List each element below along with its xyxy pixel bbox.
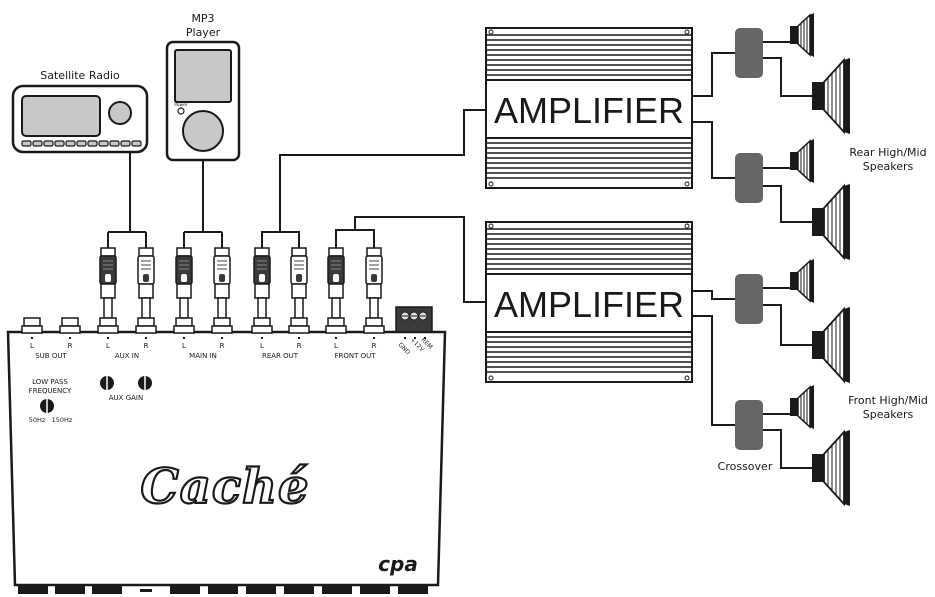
wire-satellite-to-aux [107,152,147,250]
wire-front-out-to-amp [335,216,486,303]
rear-speakers-label-2: Speakers [863,160,914,173]
satellite-radio-label: Satellite Radio [40,69,120,82]
front-speakers-label-2: Speakers [863,408,914,421]
front-out-r: R [372,342,377,350]
low-pass-label-1: LOW PASS [32,378,68,386]
mp3-player-icon [165,40,241,162]
speaker-icon [789,12,815,58]
knob-icon[interactable] [100,376,114,390]
speaker-icon [811,183,851,261]
power-label: Power [174,102,188,108]
aux-in-l: L [106,342,110,350]
mp3-label-line1: MP3 [191,12,214,25]
amplifier-rear-label: AMPLIFIER [494,90,684,131]
speaker-icon [789,258,815,304]
brand-name: Caché [141,459,310,515]
wire-front-xover1 [763,287,812,346]
front-out-l: L [334,342,338,350]
crossover-icon [735,274,763,324]
rca-plug-icon [213,247,231,319]
wires [107,41,812,469]
low-pass-label-2: FREQUENCY [29,387,72,395]
main-in-label: MAIN IN [189,352,217,360]
rca-plug-icon [99,247,117,319]
crossover-icon [735,28,763,78]
speakers [789,12,851,507]
sub-out-l: L [30,342,34,350]
rear-out-jack-r [288,317,310,334]
sub-out-r: R [68,342,73,350]
rear-speakers-label-1: Rear High/Mid [849,146,926,159]
rca-plug-icon [327,247,345,319]
rca-plug-icon [137,247,155,319]
aux-in-r: R [144,342,149,350]
amplifier-icon [485,27,693,189]
wire-rear-xover2 [763,167,812,223]
sub-out-jack-r [59,317,81,334]
wire-rear-out-to-amp [261,109,486,250]
freq-min-label: 50Hz [29,416,46,424]
crossover-label: Crossover [718,460,773,473]
wire-mp3-to-main [183,160,223,250]
front-out-jack-r [363,317,385,334]
speaker-icon [811,306,851,384]
speaker-icon [811,57,851,135]
rear-out-l: L [260,342,264,350]
aux-in-label: AUX IN [115,352,139,360]
model-name: cpa [378,552,418,576]
knob-icon[interactable] [138,376,152,390]
processor-controls: LOW PASS FREQUENCY 50Hz 150Hz AUX GAIN [29,376,152,424]
aux-gain-label: AUX GAIN [109,394,143,402]
rear-out-label: REAR OUT [262,352,299,360]
wire-front-amp-out [692,290,735,426]
amplifier-front-label: AMPLIFIER [494,284,684,325]
rca-plug-icon [175,247,193,319]
sub-out-label: SUB OUT [35,352,67,360]
amplifier-icon [485,221,693,383]
main-in-r: R [220,342,225,350]
rca-plug-icon [253,247,271,319]
main-in-jack-r [211,317,233,334]
rear-out-jack-l [251,317,273,334]
speaker-icon [811,429,851,507]
satellite-radio-icon [11,84,149,154]
front-out-label: FRONT OUT [334,352,376,360]
main-in-jack-l [173,317,195,334]
rca-plug-icon [290,247,308,319]
main-in-l: L [182,342,186,350]
freq-max-label: 150Hz [52,416,73,424]
speaker-icon [789,384,815,430]
crossover-icon [735,400,763,450]
crossovers [735,28,763,450]
power-terminal-block [395,306,433,333]
brand-logo: Caché cpa [139,458,418,576]
port-labels: L R L R L R L R L R SUB OUT AUX IN MAIN … [30,337,426,360]
wire-front-xover2 [763,413,812,469]
wire-rear-amp-out [692,52,735,179]
front-speakers-label-1: Front High/Mid [848,394,928,407]
rca-plug-icon [365,247,383,319]
sub-out-jack-l [21,317,43,334]
knob-icon[interactable] [40,399,54,413]
rear-out-r: R [297,342,302,350]
speaker-icon [789,138,815,184]
aux-in-jack-r [135,317,157,334]
wire-rear-xover1 [763,41,812,97]
crossover-icon [735,153,763,203]
aux-in-jack-l [97,317,119,334]
rca-plugs [99,247,383,319]
mp3-label-line2: Player [186,26,221,39]
front-out-jack-l [325,317,347,334]
